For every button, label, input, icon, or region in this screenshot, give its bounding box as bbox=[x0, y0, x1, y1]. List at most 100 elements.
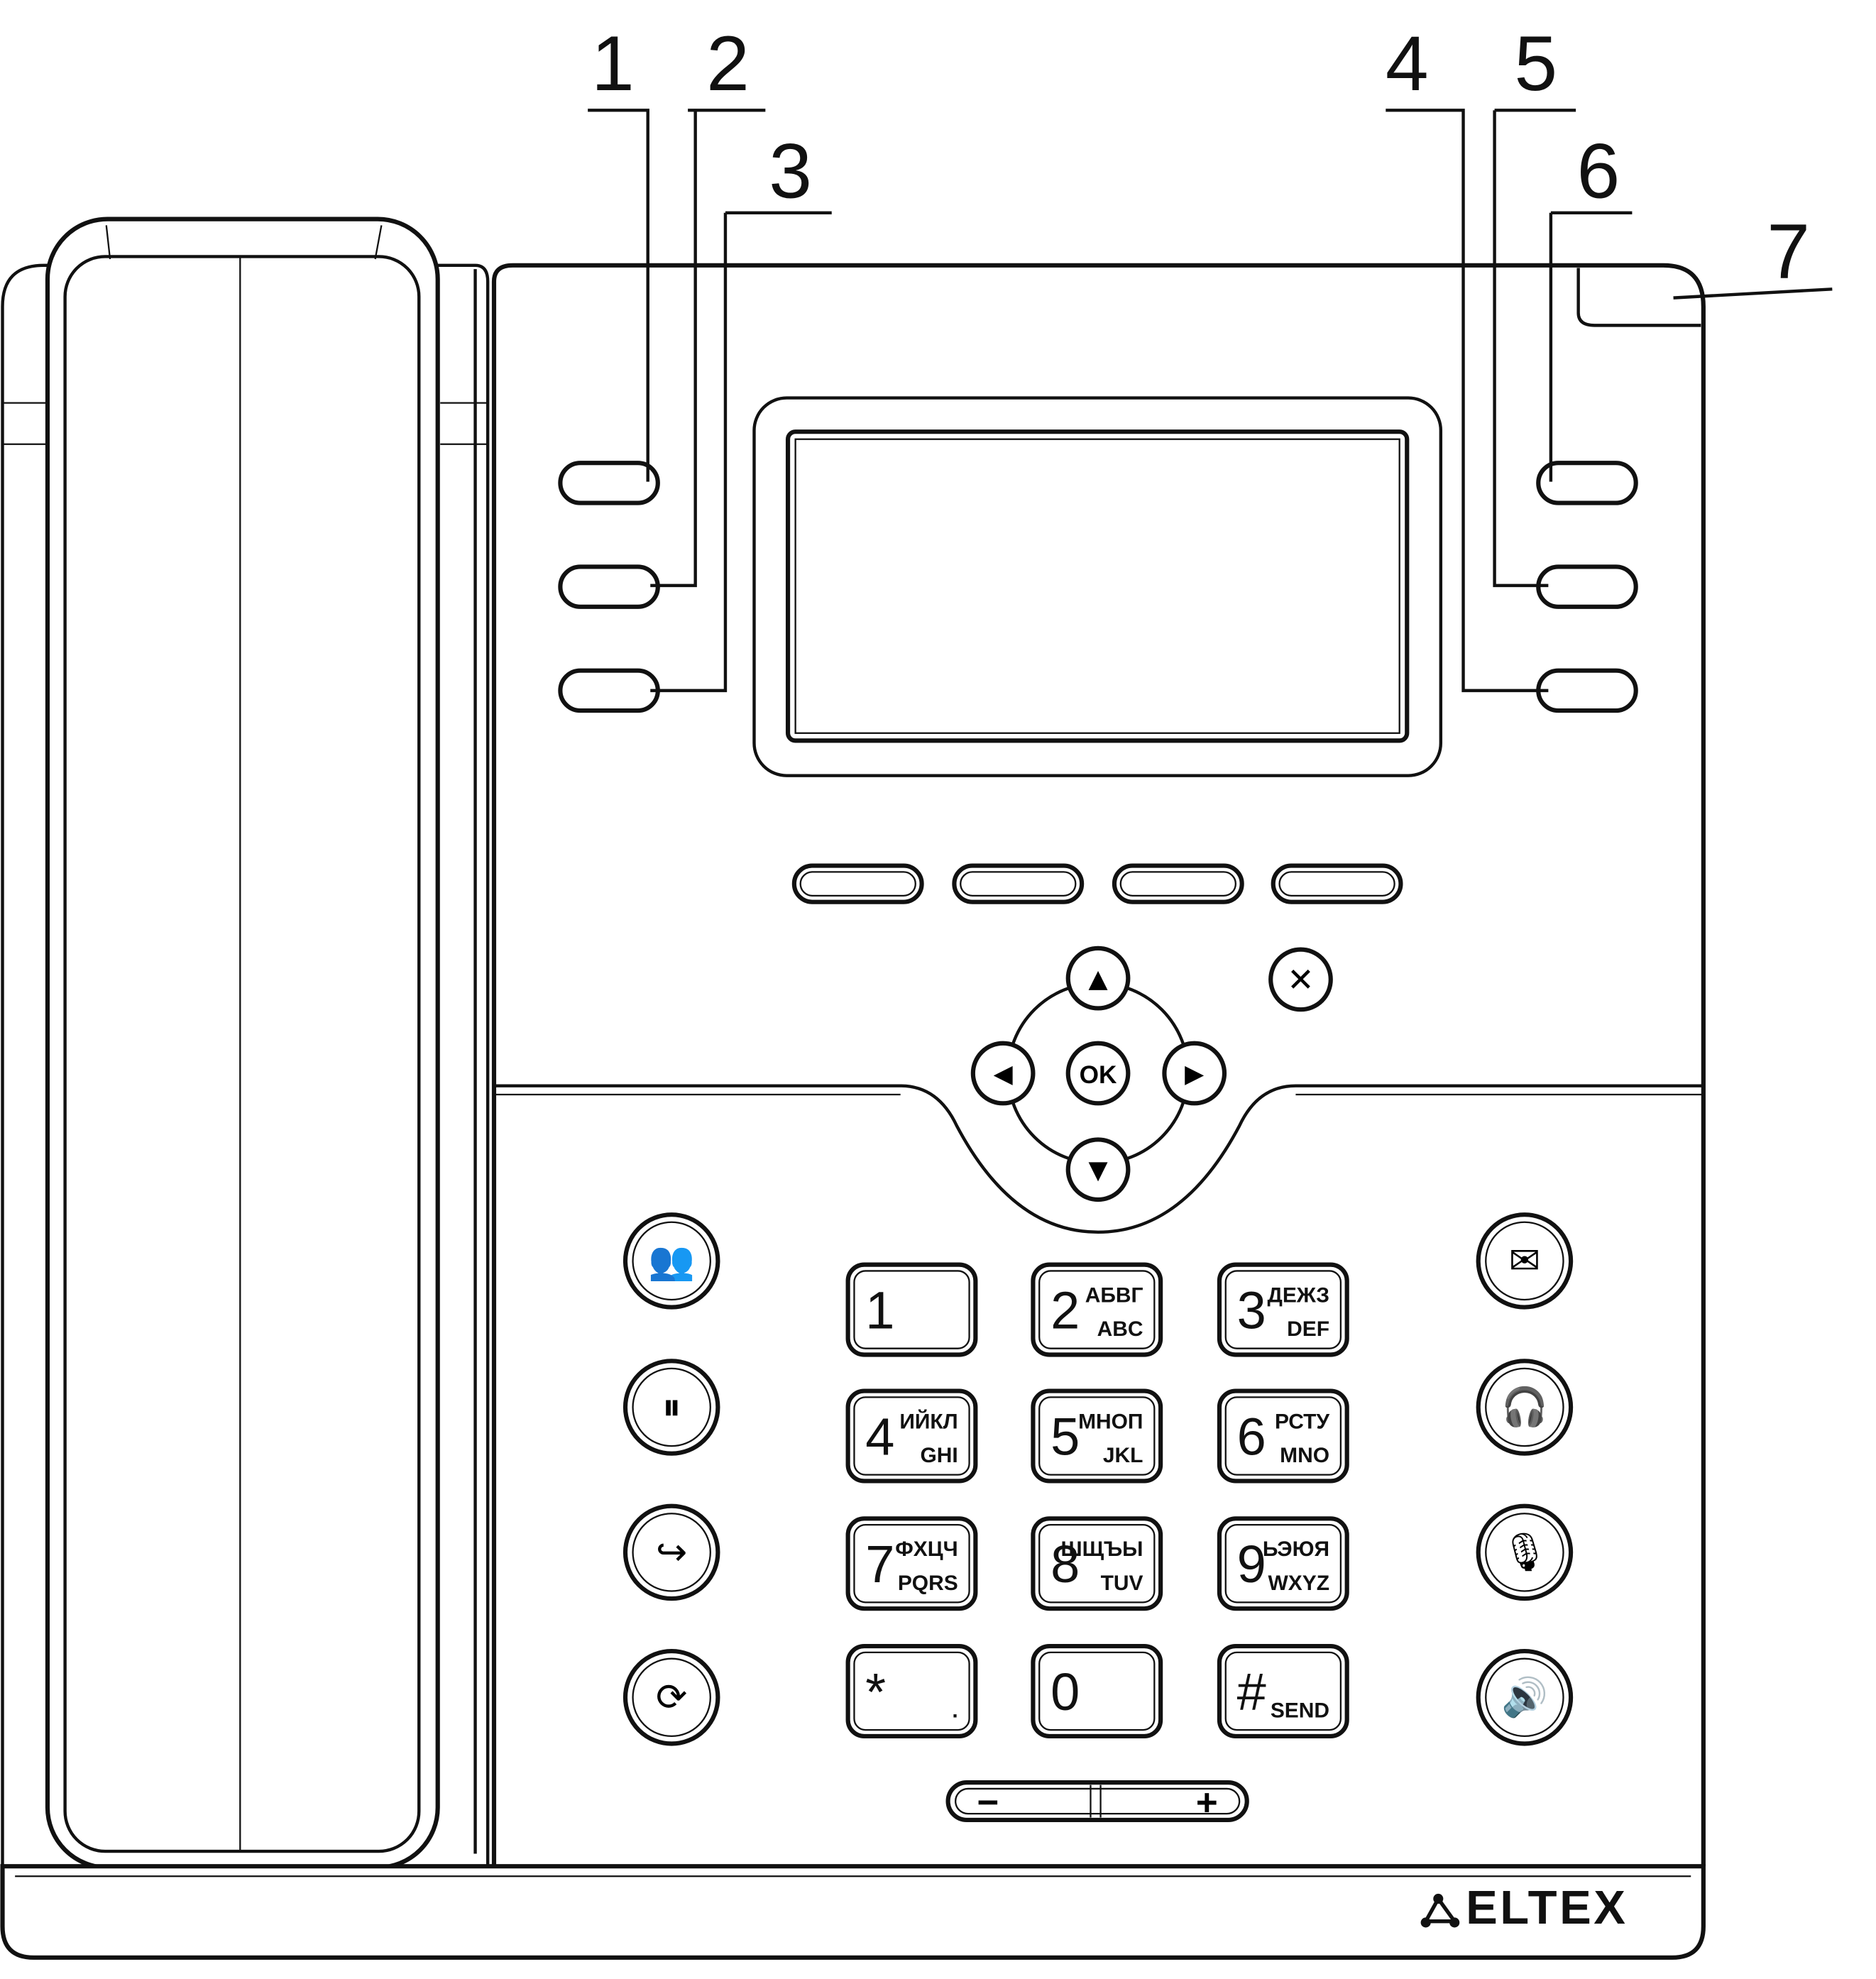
mute-button[interactable]: 🎙 bbox=[1476, 1503, 1574, 1601]
key-cyrillic: ЬЭЮЯ bbox=[1263, 1537, 1329, 1561]
key-cyrillic: ДЕЖЗ bbox=[1268, 1284, 1329, 1308]
key-digit: 3 bbox=[1237, 1281, 1266, 1340]
hold-icon: ⏸ bbox=[662, 1386, 681, 1429]
key-digit: 7 bbox=[865, 1535, 894, 1594]
hold-button[interactable]: ⏸ bbox=[622, 1359, 720, 1456]
leader-line bbox=[650, 109, 766, 588]
key-0[interactable]: 0 bbox=[1031, 1643, 1163, 1738]
ok-label: OK bbox=[1080, 1061, 1117, 1089]
message-button[interactable]: ✉ bbox=[1476, 1212, 1574, 1310]
key-latin: WXYZ bbox=[1268, 1572, 1329, 1595]
headset-icon: 🎧 bbox=[1501, 1386, 1548, 1429]
callout-1: 1 bbox=[588, 21, 649, 482]
callout-number: 3 bbox=[769, 128, 812, 215]
key-digit: * bbox=[865, 1662, 886, 1721]
line-key-right-3[interactable] bbox=[1536, 668, 1638, 713]
callout-7: 7 bbox=[1673, 208, 1833, 300]
callout-5: 5 bbox=[1493, 21, 1576, 588]
leader-line bbox=[588, 109, 649, 482]
mute-icon: 🎙 bbox=[1501, 1531, 1548, 1574]
redial-icon: ⟳ bbox=[656, 1676, 687, 1719]
transfer-icon: ↪ bbox=[656, 1531, 687, 1574]
leader-line bbox=[1493, 109, 1576, 588]
key-digit: 0 bbox=[1051, 1662, 1080, 1721]
leader-line bbox=[650, 211, 832, 693]
volume-rocker[interactable]: −+ bbox=[945, 1780, 1249, 1824]
callout-number: 2 bbox=[706, 21, 750, 107]
key-1[interactable]: 1 bbox=[845, 1262, 978, 1357]
callout-number: 6 bbox=[1576, 128, 1620, 215]
key-latin: PQRS bbox=[898, 1572, 958, 1595]
key-latin: . bbox=[952, 1699, 958, 1722]
key-digit: 2 bbox=[1051, 1281, 1080, 1340]
line-key-right-2[interactable] bbox=[1536, 564, 1638, 609]
redial-button[interactable]: ⟳ bbox=[622, 1649, 720, 1746]
softkey-3[interactable] bbox=[1112, 863, 1244, 904]
key-digit: 5 bbox=[1051, 1407, 1080, 1466]
key-cyrillic: ШЩЪЫ bbox=[1061, 1537, 1143, 1561]
indicator-led bbox=[1576, 268, 1701, 327]
nav-right-button[interactable]: ▶ bbox=[1162, 1041, 1227, 1106]
handset[interactable] bbox=[45, 216, 440, 1870]
headset-button[interactable]: 🎧 bbox=[1476, 1359, 1574, 1456]
speaker-button[interactable]: 🔊 bbox=[1476, 1649, 1574, 1746]
callout-number: 5 bbox=[1514, 21, 1557, 107]
softkey-2[interactable] bbox=[952, 863, 1085, 904]
nav-up-button[interactable]: ▲ bbox=[1065, 945, 1131, 1011]
arrow-up-icon: ▲ bbox=[1088, 964, 1107, 993]
ok-button[interactable]: OK bbox=[1065, 1041, 1131, 1106]
key-cyrillic: АБВГ bbox=[1085, 1284, 1143, 1308]
panel-separator bbox=[493, 1084, 1704, 1234]
volume-up-icon[interactable]: + bbox=[1196, 1782, 1218, 1824]
conference-button[interactable]: 👥 bbox=[622, 1212, 720, 1310]
key-latin: JKL bbox=[1103, 1444, 1143, 1467]
key-latin: ABC bbox=[1097, 1317, 1143, 1341]
arrow-left-icon: ◀ bbox=[994, 1059, 1013, 1088]
key-digit: 8 bbox=[1051, 1535, 1080, 1594]
callout-number: 7 bbox=[1767, 208, 1810, 295]
softkey-1[interactable] bbox=[791, 863, 924, 904]
callout-4: 4 bbox=[1386, 21, 1549, 693]
key-latin: TUV bbox=[1101, 1572, 1143, 1595]
nav-left-button[interactable]: ◀ bbox=[970, 1041, 1036, 1106]
display-screen bbox=[752, 396, 1443, 777]
arrow-right-icon: ▶ bbox=[1185, 1059, 1204, 1088]
volume-down-icon[interactable]: − bbox=[977, 1782, 999, 1824]
cancel-button[interactable]: ✕ bbox=[1268, 947, 1333, 1012]
speaker-icon: 🔊 bbox=[1501, 1674, 1548, 1720]
callout-6: 6 bbox=[1549, 128, 1633, 482]
key-digit: 1 bbox=[865, 1281, 894, 1340]
key-digit: 6 bbox=[1237, 1407, 1266, 1466]
key-star[interactable]: *. bbox=[845, 1643, 978, 1738]
key-latin: DEF bbox=[1287, 1317, 1329, 1341]
key-latin: GHI bbox=[920, 1444, 958, 1467]
line-key-left-2[interactable] bbox=[558, 564, 660, 609]
line-key-right-1[interactable] bbox=[1536, 461, 1638, 505]
conference-icon: 👥 bbox=[648, 1239, 695, 1283]
key-hash[interactable]: #SEND bbox=[1217, 1643, 1349, 1738]
line-key-left-1[interactable] bbox=[558, 461, 660, 505]
callout-3: 3 bbox=[650, 128, 832, 693]
nav-down-button[interactable]: ▼ bbox=[1065, 1137, 1131, 1202]
brand-text: ELTEX bbox=[1466, 1881, 1628, 1934]
transfer-button[interactable]: ↪ bbox=[622, 1503, 720, 1601]
line-key-left-3[interactable] bbox=[558, 668, 660, 713]
softkey-4[interactable] bbox=[1271, 863, 1403, 904]
callout-2: 2 bbox=[650, 21, 766, 588]
key-cyrillic: РСТУ bbox=[1275, 1410, 1329, 1433]
eltex-logo: ELTEX bbox=[1420, 1881, 1628, 1934]
key-latin: SEND bbox=[1271, 1699, 1329, 1722]
key-digit: 4 bbox=[865, 1407, 894, 1466]
callout-number: 1 bbox=[591, 21, 635, 107]
leader-line bbox=[1386, 109, 1549, 693]
cradle-outline bbox=[1, 263, 490, 1867]
